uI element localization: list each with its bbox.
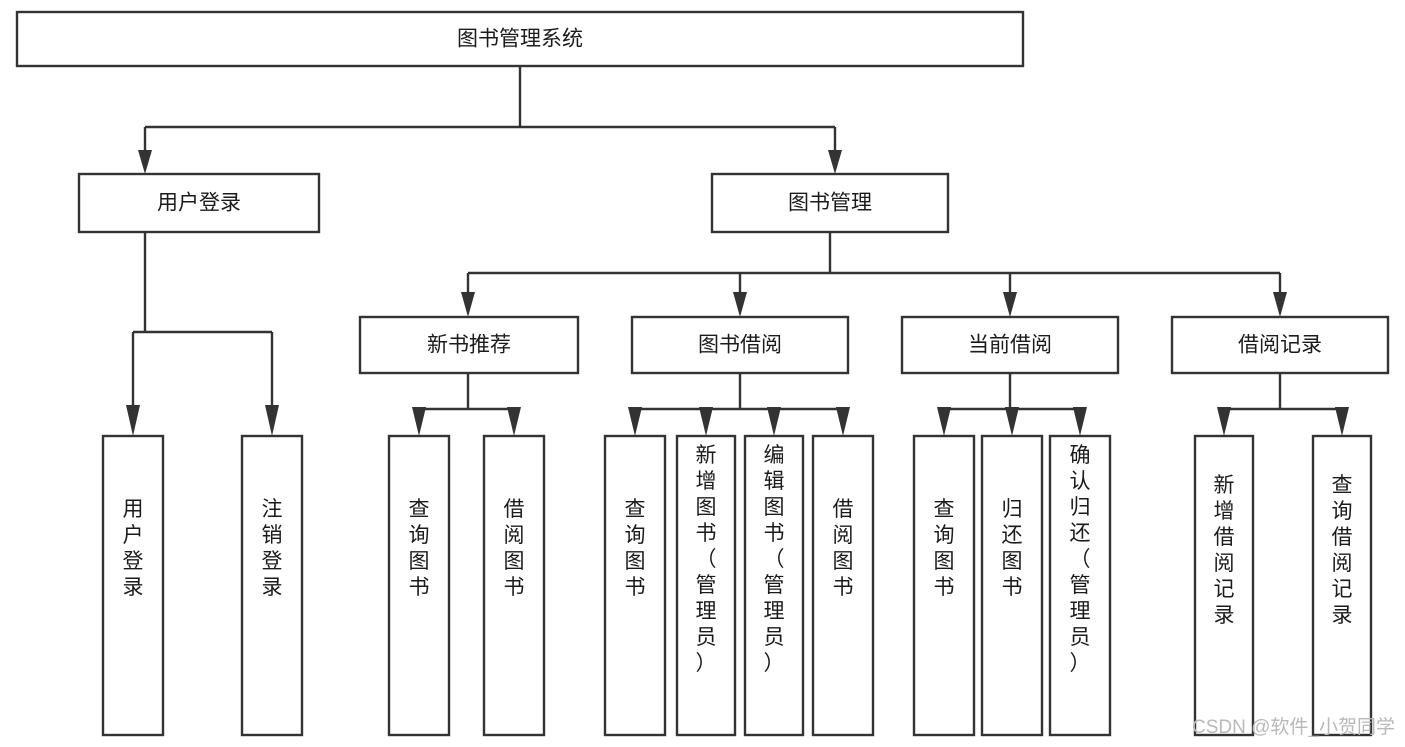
arrow-head-leaf-user-login xyxy=(126,405,140,436)
connectors-borrow-record-to-leaves xyxy=(1217,373,1349,436)
node-root-box[interactable] xyxy=(15,10,1025,68)
arrow-head-leaf-borrow-book-1 xyxy=(507,407,521,436)
arrow-head-user-login xyxy=(138,150,152,174)
arrow-head-leaf-query-book-2 xyxy=(628,407,642,436)
node-leaf-add-book-label: 新增图书（管理员） xyxy=(696,444,717,675)
arrow-head-leaf-query-record xyxy=(1335,407,1349,436)
node-leaf-return-book[interactable]: 归还图书 xyxy=(980,434,1044,737)
node-leaf-borrow-book-2-label: 借阅图书 xyxy=(833,498,854,599)
connectors-user-login-to-leaves xyxy=(126,232,279,436)
node-book-manage-label: 图书管理 xyxy=(788,192,872,215)
node-leaf-query-book-1-box[interactable] xyxy=(387,434,451,737)
arrow-head-book-manage xyxy=(828,150,842,174)
connectors-book-manage-to-level3 xyxy=(461,232,1287,317)
node-book-borrow[interactable]: 图书借阅 xyxy=(630,315,850,375)
node-leaf-user-login-box[interactable] xyxy=(101,434,165,737)
node-leaf-edit-book[interactable]: 编辑图书（管理员） xyxy=(743,434,805,737)
node-root-label: 图书管理系统 xyxy=(457,28,583,51)
node-borrow-record-box[interactable] xyxy=(1170,315,1390,375)
node-leaf-query-book-3-label: 查询图书 xyxy=(934,498,955,599)
node-new-book-rec[interactable]: 新书推荐 xyxy=(358,315,580,375)
node-leaf-query-record[interactable]: 查询借阅记录 xyxy=(1311,434,1373,737)
node-current-borrow[interactable]: 当前借阅 xyxy=(900,315,1120,375)
node-leaf-add-record[interactable]: 新增借阅记录 xyxy=(1193,434,1255,737)
node-leaf-query-book-2-label: 查询图书 xyxy=(625,498,646,599)
node-leaf-add-book-box[interactable] xyxy=(675,434,737,737)
node-leaf-add-book[interactable]: 新增图书（管理员） xyxy=(675,434,737,737)
node-leaf-borrow-book-1-box[interactable] xyxy=(482,434,546,737)
arrow-head-new-book-rec xyxy=(461,292,475,317)
node-leaf-borrow-book-2[interactable]: 借阅图书 xyxy=(811,434,875,737)
arrow-head-leaf-query-book-1 xyxy=(412,407,426,436)
node-book-manage[interactable]: 图书管理 xyxy=(710,172,950,234)
arrow-head-leaf-borrow-book-2 xyxy=(836,407,850,436)
node-book-borrow-label: 图书借阅 xyxy=(698,334,782,357)
arrow-head-leaf-confirm-return xyxy=(1073,407,1087,436)
node-leaf-borrow-book-2-box[interactable] xyxy=(811,434,875,737)
node-leaf-edit-book-label: 编辑图书（管理员） xyxy=(764,444,785,675)
node-leaf-user-logout-box[interactable] xyxy=(240,434,304,737)
node-user-login-box[interactable] xyxy=(77,172,321,234)
node-leaf-query-book-3[interactable]: 查询图书 xyxy=(912,434,976,737)
node-leaf-add-record-label: 新增借阅记录 xyxy=(1214,474,1235,627)
node-user-login-label: 用户登录 xyxy=(157,192,241,215)
connectors-book-borrow-to-leaves xyxy=(628,373,850,436)
node-leaf-confirm-return-label: 确认归还（管理员） xyxy=(1070,444,1091,675)
node-leaf-add-record-box[interactable] xyxy=(1193,434,1255,737)
node-book-borrow-box[interactable] xyxy=(630,315,850,375)
node-leaf-query-book-2-box[interactable] xyxy=(603,434,667,737)
node-leaf-query-book-3-box[interactable] xyxy=(912,434,976,737)
arrow-head-leaf-return-book xyxy=(1005,407,1019,436)
node-current-borrow-box[interactable] xyxy=(900,315,1120,375)
node-user-login[interactable]: 用户登录 xyxy=(77,172,321,234)
connectors-current-borrow-to-leaves xyxy=(937,373,1087,436)
node-leaf-confirm-return-box[interactable] xyxy=(1048,434,1112,737)
node-new-book-rec-label: 新书推荐 xyxy=(427,334,511,357)
connectors-new-book-rec-to-leaves xyxy=(412,373,521,436)
node-new-book-rec-box[interactable] xyxy=(358,315,580,375)
node-leaf-query-record-label: 查询借阅记录 xyxy=(1332,474,1353,627)
arrow-head-leaf-query-book-3 xyxy=(937,407,951,436)
arrow-head-leaf-edit-book xyxy=(767,407,781,436)
node-leaf-user-login-label: 用户登录 xyxy=(123,498,144,599)
arrow-head-leaf-add-record xyxy=(1217,407,1231,436)
node-current-borrow-label: 当前借阅 xyxy=(968,334,1052,357)
node-borrow-record[interactable]: 借阅记录 xyxy=(1170,315,1390,375)
arrow-head-current-borrow xyxy=(1003,292,1017,317)
node-leaf-user-login[interactable]: 用户登录 xyxy=(101,434,165,737)
arrow-head-borrow-record xyxy=(1273,292,1287,317)
connectors-root-to-level2 xyxy=(138,66,842,174)
node-leaf-confirm-return[interactable]: 确认归还（管理员） xyxy=(1048,434,1112,737)
node-leaf-return-book-box[interactable] xyxy=(980,434,1044,737)
arrow-head-leaf-add-book xyxy=(699,407,713,436)
node-leaf-query-book-2[interactable]: 查询图书 xyxy=(603,434,667,737)
node-leaf-edit-book-box[interactable] xyxy=(743,434,805,737)
node-leaf-query-record-box[interactable] xyxy=(1311,434,1373,737)
node-leaf-borrow-book-1[interactable]: 借阅图书 xyxy=(482,434,546,737)
node-borrow-record-label: 借阅记录 xyxy=(1238,334,1322,357)
node-leaf-query-book-1[interactable]: 查询图书 xyxy=(387,434,451,737)
node-leaf-user-logout-label: 注销登录 xyxy=(262,498,283,599)
node-leaf-borrow-book-1-label: 借阅图书 xyxy=(504,498,525,599)
node-book-manage-box[interactable] xyxy=(710,172,950,234)
node-leaf-query-book-1-label: 查询图书 xyxy=(409,498,430,599)
arrow-head-leaf-user-logout xyxy=(265,405,279,436)
node-leaf-user-logout[interactable]: 注销登录 xyxy=(240,434,304,737)
csdn-watermark: CSDN @软件_小贺同学 xyxy=(1192,716,1395,738)
arrow-head-book-borrow xyxy=(733,292,747,317)
node-leaf-return-book-label: 归还图书 xyxy=(1002,498,1023,599)
node-root[interactable]: 图书管理系统 xyxy=(15,10,1025,68)
